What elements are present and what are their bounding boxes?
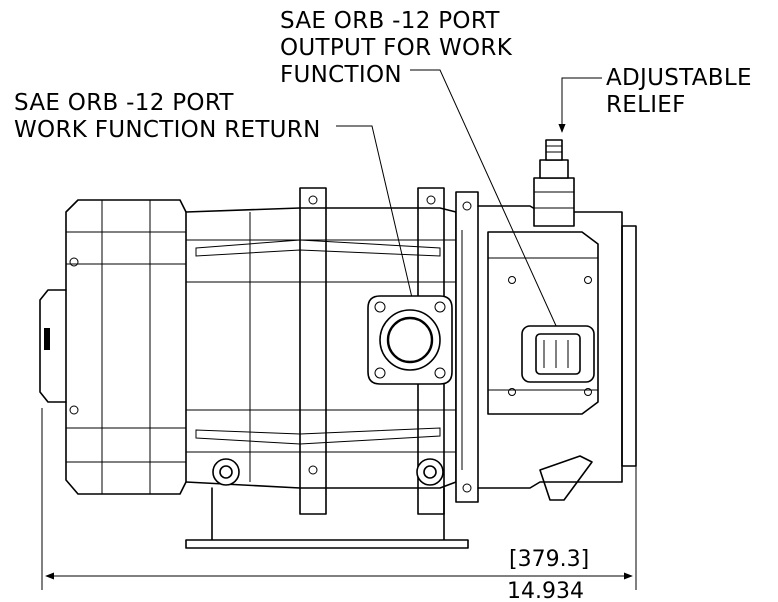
base-fasteners — [212, 458, 444, 486]
return-port-leader — [336, 125, 414, 303]
mounting-flange — [455, 191, 479, 503]
leader-lines — [336, 69, 602, 351]
relief-label-line2: RELIEF — [606, 92, 686, 118]
right-pilot — [621, 225, 637, 467]
dimension-metric: [379.3] — [509, 547, 589, 572]
relief-valve-body — [533, 177, 575, 227]
relief-leader — [558, 77, 602, 133]
dimension-imperial: 14.934 — [507, 579, 584, 602]
return-port-label-line2: WORK FUNCTION RETURN — [14, 117, 321, 143]
end-cap-boss — [39, 289, 67, 403]
foot-plate — [185, 539, 469, 549]
valve-block — [487, 231, 599, 415]
pump-body — [39, 139, 637, 549]
output-port-fitting — [521, 325, 595, 383]
relief-callout: ADJUSTABLE RELIEF — [606, 65, 752, 118]
lower-lug — [539, 455, 593, 501]
relief-valve-nut — [539, 159, 569, 179]
output-port-label-line2: OUTPUT FOR WORK — [280, 35, 513, 61]
output-port-callout: SAE ORB -12 PORT OUTPUT FOR WORK FUNCTIO… — [280, 8, 513, 88]
relief-valve — [533, 139, 575, 227]
output-port-label-line3: FUNCTION — [280, 62, 402, 88]
end-cap — [65, 199, 187, 495]
return-port-callout: SAE ORB -12 PORT WORK FUNCTION RETURN — [14, 90, 321, 143]
relief-valve-stem — [545, 139, 563, 161]
return-port-flange — [367, 295, 453, 385]
output-port-label-line1: SAE ORB -12 PORT — [280, 8, 500, 34]
end-cap-tab — [44, 328, 50, 350]
relief-label-line1: ADJUSTABLE — [606, 65, 752, 91]
return-port-label-line1: SAE ORB -12 PORT — [14, 90, 234, 116]
overall-length-dimension: [379.3] 14.934 — [41, 408, 637, 602]
base-foot — [185, 487, 469, 549]
output-port-leader — [410, 69, 568, 351]
housing-strut-left — [299, 187, 327, 515]
